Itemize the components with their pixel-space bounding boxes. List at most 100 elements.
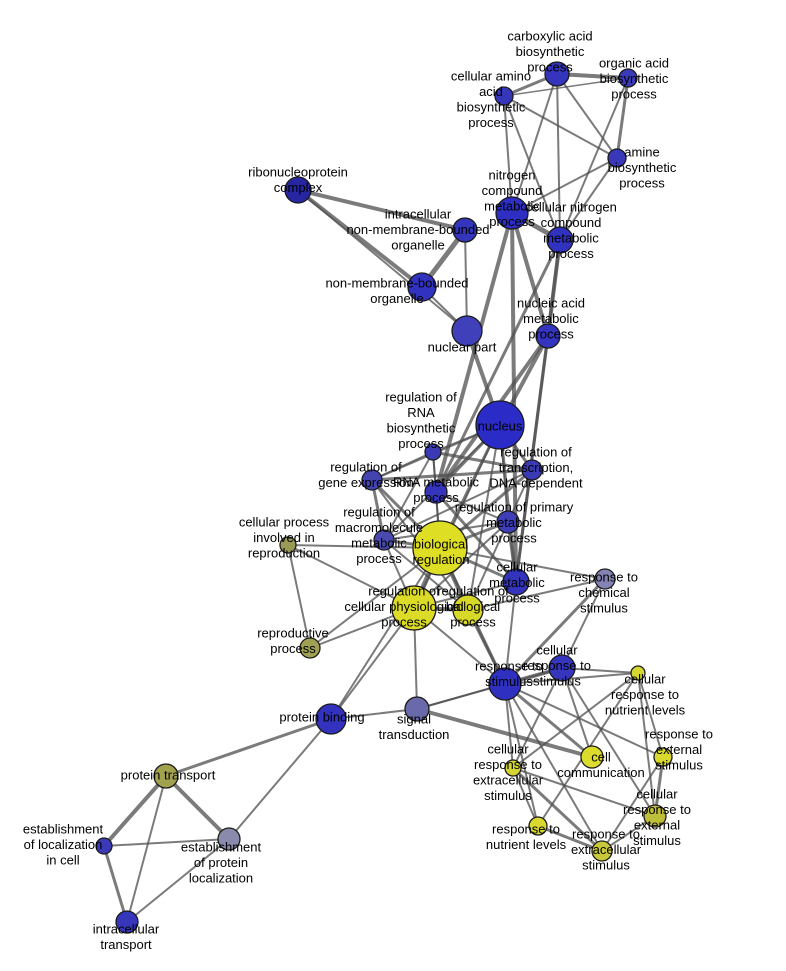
edge-cresp-crext	[561, 667, 656, 817]
node-crextra[interactable]	[504, 759, 522, 777]
node-label-intrans: transport	[100, 937, 152, 952]
node-label-signal: transduction	[379, 727, 450, 742]
node-label-reggene: regulation of	[330, 459, 402, 474]
edge-org-amino	[503, 77, 629, 97]
edge-rnamet-regprim	[435, 491, 509, 523]
node-nitro[interactable]	[495, 196, 529, 230]
edge-estloc-estprot	[103, 838, 230, 847]
edge-crnutrient-rext	[637, 672, 664, 758]
node-label-cresp: response to	[523, 658, 591, 673]
node-ptrans[interactable]	[153, 763, 179, 789]
edge-regrna-regmacro	[383, 451, 434, 541]
node-label-crext: response to	[623, 802, 691, 817]
edge-regrna-regtx	[431, 450, 534, 472]
edge-org-amine	[615, 76, 630, 160]
node-label-regmacro: macromolecule	[335, 520, 423, 535]
node-label-nmb: organelle	[370, 291, 424, 306]
node-resp[interactable]	[488, 667, 522, 701]
node-label-intrans: intracellular	[93, 921, 160, 936]
node-label-bioreg: regulation	[412, 552, 469, 567]
node-label-regprim: metabolic	[486, 515, 542, 530]
node-label-regmacro: process	[356, 551, 402, 566]
node-label-resp: response to	[475, 658, 543, 673]
node-rext[interactable]	[653, 747, 673, 767]
node-reggene[interactable]	[361, 469, 383, 491]
node-label-crnutrient: cellular	[624, 671, 666, 686]
node-crext[interactable]	[643, 804, 667, 828]
edge-resp-comm	[503, 682, 594, 759]
node-label-cellmet: process	[494, 590, 540, 605]
node-label-inmb: organelle	[391, 237, 445, 252]
node-label-regtx: regulation of	[500, 444, 572, 459]
node-amino[interactable]	[494, 86, 514, 106]
node-intrans[interactable]	[115, 910, 139, 934]
node-label-estprot: establishment	[181, 839, 262, 854]
edge-crnutrient-crextra	[512, 672, 639, 769]
node-label-nucleic: nucleic acid	[517, 295, 585, 310]
node-rextra[interactable]	[591, 840, 613, 862]
node-label-regbio: biological	[446, 599, 500, 614]
node-bioreg[interactable]	[412, 520, 468, 576]
node-cnitro[interactable]	[546, 226, 574, 254]
node-label-nucleic: process	[528, 326, 574, 341]
node-label-nitro: process	[489, 214, 535, 229]
node-regbio[interactable]	[452, 594, 484, 626]
node-regprim[interactable]	[496, 510, 520, 534]
node-label-signal: signal	[397, 711, 431, 726]
edge-ribo-inmb	[296, 188, 467, 232]
node-label-resp: stimulus	[485, 674, 533, 689]
node-npart[interactable]	[451, 315, 483, 347]
node-estprot[interactable]	[217, 827, 241, 851]
node-label-regcellphys: regulation of	[368, 583, 440, 598]
node-rnamet[interactable]	[424, 480, 448, 504]
node-regmacro[interactable]	[373, 529, 395, 551]
node-label-crext: cellular	[636, 786, 678, 801]
node-cprepro[interactable]	[279, 536, 297, 554]
node-regrna[interactable]	[424, 443, 442, 461]
node-label-rnamet: RNA metabolic	[393, 474, 479, 489]
node-inmb[interactable]	[452, 217, 478, 243]
node-label-crext: external	[634, 817, 680, 832]
node-cresp[interactable]	[548, 654, 576, 682]
node-regtx[interactable]	[521, 459, 543, 481]
edge-estloc-intrans	[102, 844, 129, 924]
node-label-ptrans: protein transport	[121, 767, 216, 782]
node-nucleic[interactable]	[535, 323, 561, 349]
node-crnutrient[interactable]	[630, 665, 646, 681]
edge-ribo-npart	[297, 189, 468, 332]
node-repro[interactable]	[299, 637, 321, 659]
edge-respchem-cresp	[561, 578, 606, 669]
node-cellmet[interactable]	[502, 568, 530, 596]
node-label-repro: process	[270, 641, 316, 656]
node-label-comm: cell	[591, 749, 611, 764]
edge-crextra-crext	[512, 767, 656, 817]
node-estloc[interactable]	[95, 837, 113, 855]
node-nucleus[interactable]	[475, 400, 525, 450]
edge-cresp-comm	[561, 667, 593, 758]
node-carb[interactable]	[544, 61, 570, 87]
node-label-cprepro: reproduction	[248, 545, 320, 560]
edge-resp-rext	[504, 683, 664, 758]
node-label-rnutrient: response to	[492, 821, 560, 836]
node-ribo[interactable]	[284, 176, 312, 204]
node-label-regprim: process	[491, 530, 537, 545]
node-signal[interactable]	[404, 696, 430, 722]
node-pbind[interactable]	[315, 703, 347, 735]
node-label-regprim: regulation of primary	[455, 499, 574, 514]
node-label-crextra: response to	[474, 757, 542, 772]
node-label-amino: process	[468, 115, 514, 130]
edge-amine-cnitro	[559, 157, 618, 241]
node-nmb[interactable]	[407, 272, 437, 302]
node-amine[interactable]	[607, 148, 627, 168]
node-regcellphys[interactable]	[391, 585, 437, 631]
edge-regprim-regbio	[467, 521, 509, 611]
node-comm[interactable]	[580, 745, 604, 769]
node-label-regrna: regulation of	[385, 389, 457, 404]
node-label-cnitro: compound	[541, 215, 602, 230]
node-label-org: process	[611, 86, 657, 101]
node-org[interactable]	[618, 68, 638, 88]
node-respchem[interactable]	[594, 568, 616, 590]
node-rnutrient[interactable]	[528, 816, 548, 836]
node-label-estloc: establishment	[23, 821, 104, 836]
